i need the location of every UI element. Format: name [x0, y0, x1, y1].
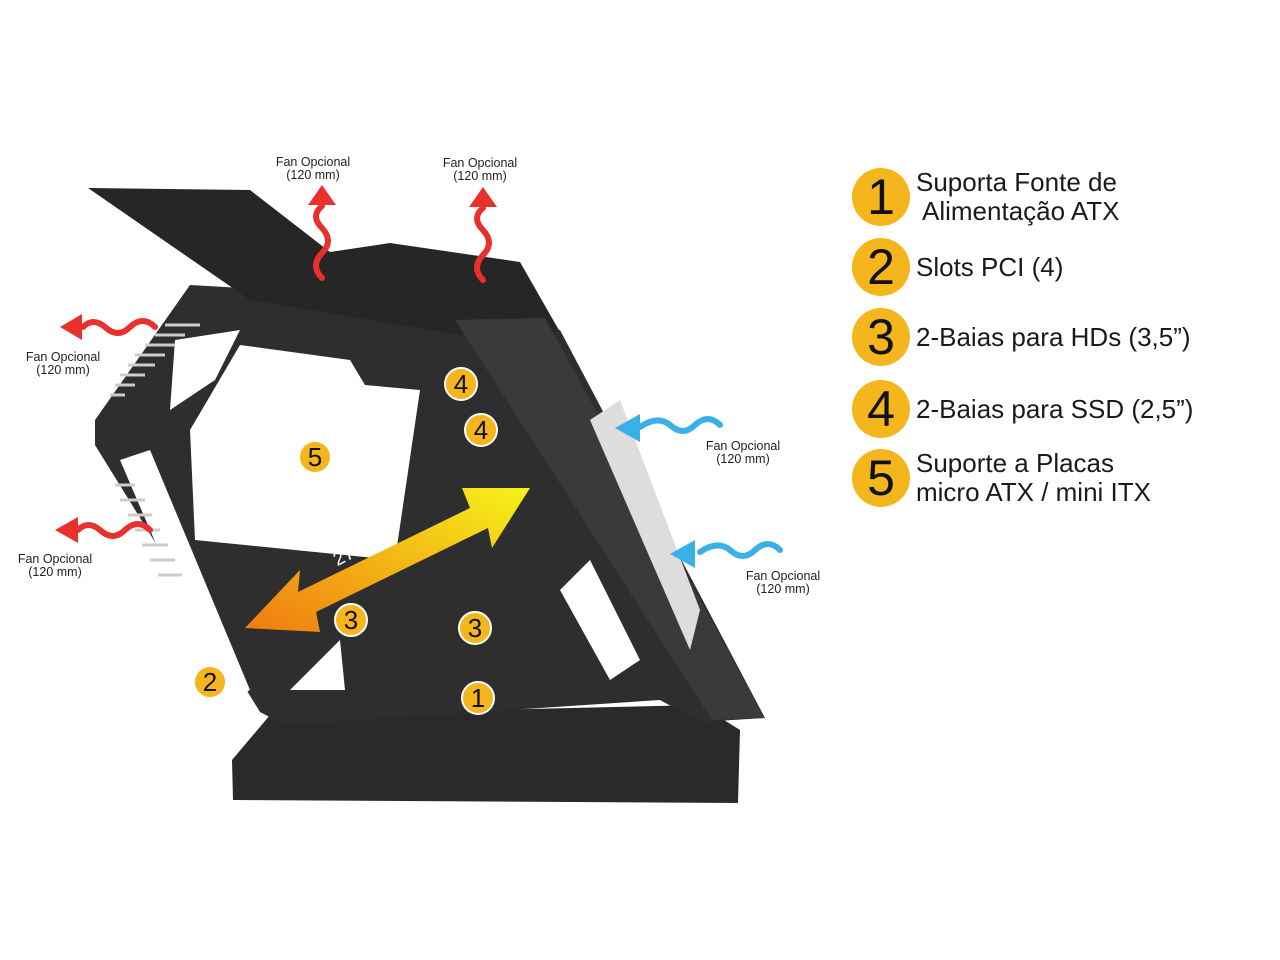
fan-label-size: (120 mm): [286, 168, 340, 182]
fan-label-front-1: Fan Opcional(120 mm): [683, 440, 803, 466]
exhaust-arrow-head: [469, 187, 497, 207]
fan-label-size: (120 mm): [36, 363, 90, 377]
fan-label-size: (120 mm): [28, 565, 82, 579]
exhaust-arrow-left-1: [80, 318, 158, 336]
exhaust-arrow-top-1: [313, 203, 331, 281]
marker-5: 5: [298, 440, 332, 474]
legend-line: 2-Baias para SSD (2,5”): [916, 393, 1194, 424]
exhaust-arrow-left-2: [75, 521, 153, 539]
intake-arrow-head: [615, 414, 640, 442]
legend-item-3: 3 2-Baias para HDs (3,5”): [852, 308, 1191, 366]
intake-arrow-head: [670, 540, 695, 568]
marker-3: 3: [458, 611, 492, 645]
fan-label-title: Fan Opcional: [442, 156, 518, 170]
exhaust-arrow-head: [55, 517, 78, 543]
legend-item-4: 4 2-Baias para SSD (2,5”): [852, 380, 1193, 438]
fan-label-title: Fan Opcional: [705, 439, 781, 453]
exhaust-arrow-top-2: [474, 205, 492, 283]
legend-line: Slots PCI (4): [916, 251, 1064, 282]
legend-text: 2-Baias para HDs (3,5”): [916, 321, 1191, 352]
marker-4: 4: [464, 413, 498, 447]
legend-line: Alimentação ATX: [922, 196, 1120, 226]
case-top-panel: [88, 188, 560, 335]
marker-4: 4: [444, 367, 478, 401]
fan-label-top-1: Fan Opcional(120 mm): [253, 156, 373, 182]
fan-label-size: (120 mm): [716, 452, 770, 466]
fan-label-title: Fan Opcional: [275, 155, 351, 169]
fan-label-title: Fan Opcional: [745, 569, 821, 583]
fan-label-size: (120 mm): [453, 169, 507, 183]
fan-label-left-2: Fan Opcional(120 mm): [0, 553, 115, 579]
legend-badge: 5: [852, 449, 910, 507]
marker-2: 2: [193, 665, 227, 699]
fan-label-title: Fan Opcional: [25, 350, 101, 364]
fan-label-top-2: Fan Opcional(120 mm): [420, 157, 540, 183]
marker-1: 1: [461, 681, 495, 715]
legend-item-2: 2 Slots PCI (4): [852, 238, 1063, 296]
marker-3: 3: [334, 603, 368, 637]
intake-arrow-1: [637, 416, 723, 434]
legend-line: Suporte a Placas: [916, 448, 1115, 478]
front-window: [590, 400, 700, 650]
legend-badge: 1: [852, 168, 910, 226]
legend-line: 2-Baias para HDs (3,5”): [916, 321, 1191, 352]
dimension-arrow: [245, 488, 530, 632]
upper-window: [170, 330, 240, 410]
legend-line: micro ATX / mini ITX: [916, 477, 1151, 507]
case-base: [232, 705, 740, 803]
side-window: [120, 450, 250, 705]
lower-window: [560, 560, 640, 680]
vent-grille: [110, 323, 200, 577]
legend-text: 2-Baias para SSD (2,5”): [916, 393, 1194, 424]
legend-badge: 3: [852, 308, 910, 366]
psu-window: [290, 640, 345, 690]
legend-text: Slots PCI (4): [916, 251, 1064, 282]
exhaust-arrow-head: [60, 314, 82, 340]
legend-badge: 2: [852, 238, 910, 296]
fan-label-size: (120 mm): [756, 582, 810, 596]
exhaust-arrow-head: [308, 185, 336, 205]
fan-label-title: Fan Opcional: [17, 552, 93, 566]
legend-line: Suporta Fonte de: [916, 167, 1117, 197]
fan-label-left-1: Fan Opcional(120 mm): [3, 351, 123, 377]
fan-label-front-2: Fan Opcional(120 mm): [723, 570, 843, 596]
legend-badge: 4: [852, 380, 910, 438]
intake-arrow-2: [697, 541, 783, 559]
